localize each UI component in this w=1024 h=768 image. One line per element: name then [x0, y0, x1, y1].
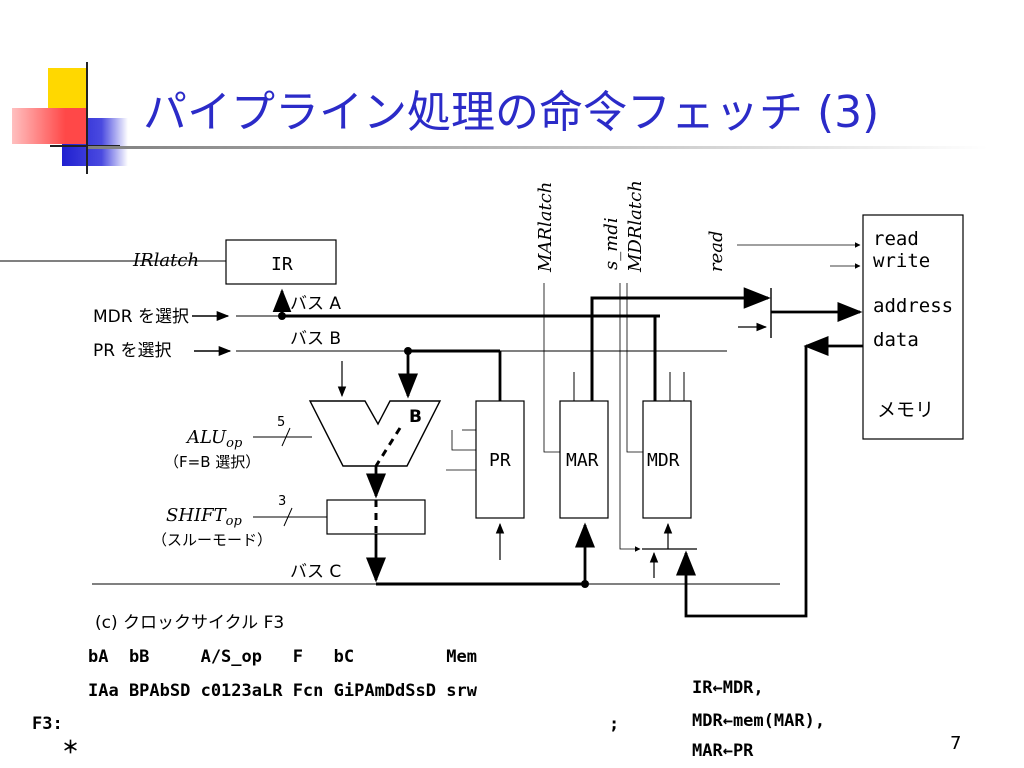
mdr-label: MDR — [647, 450, 680, 471]
mar-label: MAR — [566, 450, 599, 471]
logo-horizontal-line — [50, 145, 120, 147]
bus-a-label: バス A — [290, 294, 341, 314]
marlatch-line — [543, 283, 560, 453]
code-header: bA bB A/S_op F bC Mem — [88, 647, 477, 667]
marlatch-signal-label: MARlatch — [535, 182, 556, 273]
memory-data-loop — [684, 346, 808, 618]
shift-op-label: SHIFTop — [166, 505, 242, 529]
mar-register — [559, 400, 609, 519]
bus-b-label: バス B — [290, 329, 341, 349]
mdrlatch-signal-label: MDRlatch — [625, 180, 646, 273]
shift-op-note: （スルーモード） — [152, 531, 272, 549]
read-signal-label: read — [706, 230, 727, 272]
alu-op-label: ALUop — [185, 427, 243, 451]
mdr-select-label: MDR を選択 — [93, 307, 189, 327]
bus-c-label: バス C — [290, 562, 341, 582]
memory-box — [862, 214, 964, 440]
ir-register — [225, 239, 337, 285]
slide-title: パイプライン処理の命令フェッチ (3) — [143, 87, 880, 138]
transfer-1: IR←MDR, — [692, 678, 764, 698]
logo-vertical-line — [86, 62, 88, 174]
slide-logo — [0, 0, 150, 180]
alu-op-note: （F=B 選択） — [164, 453, 260, 471]
code-fields: IAa BPAbSD c0123aLR Fcn GiPAmDdSsD srw — [88, 681, 478, 701]
s-mdi-signal-label: s_mdi — [601, 217, 622, 270]
memory-read-label: read — [873, 228, 919, 250]
mdr-register — [642, 400, 692, 519]
memory-write-label: write — [873, 250, 930, 272]
code-star: ＊ — [62, 738, 79, 758]
figure-caption: (c) クロックサイクル F3 — [95, 613, 284, 633]
logo-red-square — [12, 108, 88, 144]
alu-b-label: B — [409, 407, 422, 427]
memory-name-label: メモリ — [877, 399, 934, 421]
pr-select-label: PR を選択 — [93, 341, 171, 361]
alu-op-slash — [281, 427, 291, 447]
code-row-label: F3: — [32, 714, 63, 734]
pr-control-line-2 — [451, 430, 476, 451]
title-underline — [88, 146, 988, 149]
pr-register — [475, 400, 525, 519]
alu-shape — [308, 400, 442, 467]
ir-label: IR — [271, 254, 293, 275]
alu-op-width: 5 — [277, 415, 285, 430]
page-number: 7 — [950, 733, 962, 754]
pr-label: PR — [489, 450, 511, 471]
code-semicolon: ; — [609, 714, 619, 734]
mdrlatch-line — [626, 283, 643, 453]
shift-op-width: 3 — [278, 494, 286, 509]
logo-yellow-square — [48, 68, 88, 110]
memory-address-label: address — [873, 295, 953, 317]
shift-op-slash — [283, 507, 293, 527]
transfer-3: MAR←PR — [692, 741, 754, 761]
s-mdi-line — [619, 283, 641, 552]
bus-a-junction — [278, 312, 286, 320]
memory-data-label: data — [873, 329, 919, 351]
mar-to-memory-address — [590, 287, 771, 401]
transfer-2: MDR←mem(MAR), — [692, 711, 825, 731]
